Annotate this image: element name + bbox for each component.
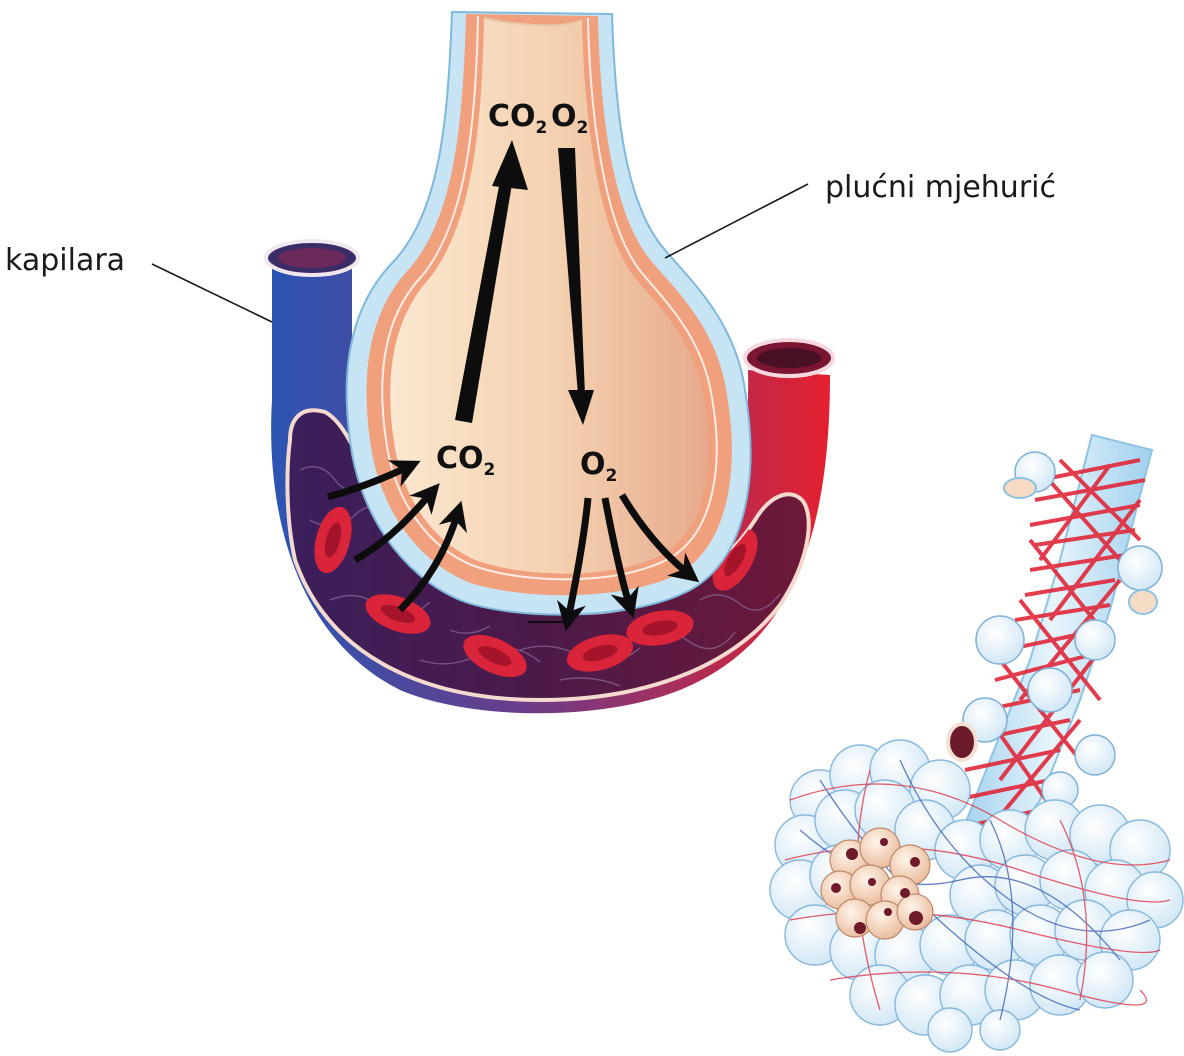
alveolar-sac-illustration bbox=[769, 433, 1184, 1053]
red-blood-cell bbox=[626, 610, 694, 646]
o2-diffusion-arrow bbox=[557, 497, 592, 632]
co2-label-top: CO2 bbox=[488, 99, 547, 138]
tube-alveoli bbox=[962, 451, 1163, 809]
capillary-leader-line bbox=[151, 263, 273, 323]
co2-diffusion-arrow bbox=[353, 483, 440, 564]
alveolus-top-opening bbox=[483, 17, 583, 27]
co2-label-bottom: CO2 bbox=[436, 441, 495, 480]
bronchiole-open-end bbox=[946, 722, 978, 762]
alveolus bbox=[345, 10, 752, 616]
gas-labels: CO2 O2 CO2 O2 bbox=[436, 99, 617, 486]
red-blood-cell bbox=[712, 529, 758, 591]
red-blood-cell bbox=[314, 506, 352, 574]
co2-diffusion-arrow bbox=[397, 500, 467, 613]
cut-open-alveoli-holes bbox=[831, 838, 923, 934]
o2-label-bottom: O2 bbox=[580, 447, 617, 486]
o2-diffusion-arrow bbox=[601, 497, 639, 619]
o2-down-arrow bbox=[558, 148, 585, 395]
o2-down-arrowhead bbox=[568, 390, 594, 425]
bronchiole-open-end bbox=[1003, 477, 1037, 499]
red-blood-cell bbox=[566, 634, 634, 672]
red-blood-cells bbox=[314, 506, 758, 678]
o2-label-top: O2 bbox=[551, 99, 588, 138]
co2-up-arrowhead bbox=[492, 140, 528, 190]
alveolus-air-space bbox=[390, 18, 709, 574]
o2-diffusion-arrow bbox=[618, 493, 700, 583]
red-blood-cell bbox=[463, 634, 527, 678]
gas-arrows bbox=[327, 140, 700, 632]
alveolus-leader-line bbox=[664, 183, 809, 259]
red-blood-cell bbox=[365, 594, 431, 634]
callouts: kapilara plućni mjehurić bbox=[5, 170, 1056, 323]
capillary-label: kapilara bbox=[5, 243, 125, 278]
alveolar-cluster bbox=[769, 739, 1184, 1053]
bronchiole-open-end bbox=[1128, 589, 1158, 615]
co2-up-arrow bbox=[455, 170, 514, 423]
co2-diffusion-arrow bbox=[327, 460, 421, 501]
alveolus-label: plućni mjehurić bbox=[825, 170, 1056, 205]
